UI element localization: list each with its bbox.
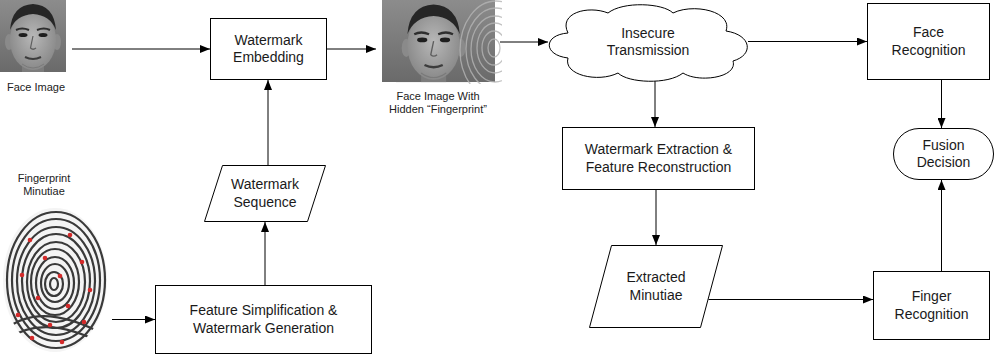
minutia [88,288,93,293]
minutia [82,320,87,325]
fingerprint-ridges [5,212,105,348]
minutia [20,273,25,278]
arrow-connector [265,222,266,285]
ridge [12,219,100,341]
arrow-connector [72,49,210,50]
ridge [27,242,85,322]
node-texts: Face Image With Hidden “Fingerprint” [378,90,498,116]
image-node: Face Image [0,0,72,94]
node-texts: Feature Simplification & Watermark Gener… [169,302,359,337]
network-cloud: Insecure Transmission [548,3,748,81]
node-label: Watermark Extraction & Feature Reconstru… [574,141,744,176]
node-label: Insecure Transmission [598,25,698,60]
ridge [482,31,502,65]
node-label: Fusion Decision [904,137,984,172]
image-caption: Face Image [0,81,72,94]
fingerprint-picture [3,208,107,352]
face-photo [0,0,66,72]
minutia [16,313,21,318]
node-label: Watermark Embedding [219,32,319,67]
node-texts: Face Recognition [879,24,979,59]
node-label: Finger Recognition [882,288,982,323]
arrow-connector [656,190,657,245]
image-node: Face Image With Hidden “Fingerprint” [376,0,500,116]
image-caption: Face Image With Hidden “Fingerprint” [378,90,498,116]
ridge [471,16,502,82]
node-texts: Fusion Decision [904,137,984,172]
process-box: Finger Recognition [873,271,990,340]
ridge [31,249,79,315]
cloud-outline [549,5,747,82]
decision-terminal: Fusion Decision [893,128,994,180]
arrow-connector [709,299,873,300]
minutia [68,233,73,238]
node-label: Watermark Sequence [226,176,304,211]
finger-pad [3,208,107,352]
minutia [43,256,48,261]
minutiae-dots [16,233,93,345]
arrow-connector [268,80,269,165]
node-label: Extracted Minutiae [615,269,697,304]
image-node: Fingerprint Minutiae [2,172,112,356]
minutia [28,238,33,243]
process-box: Watermark Embedding [210,18,327,80]
process-box: Watermark Extraction & Feature Reconstru… [562,127,755,190]
node-texts: Extracted Minutiae [615,269,697,304]
node-texts: Face Image [0,81,72,94]
minutia [80,260,85,265]
node-texts: Finger Recognition [882,288,982,323]
arrow-connector [112,319,155,320]
ridge [22,234,90,328]
data-parallelogram: Watermark Sequence [204,165,326,222]
arrow-connector [748,41,867,42]
ridge [5,327,105,345]
node-label: Feature Simplification & Watermark Gener… [169,302,359,337]
arrow-connector [327,49,376,50]
minutia [60,340,65,345]
image-caption: Fingerprint Minutiae [2,172,86,198]
process-box: Face Recognition [867,3,990,80]
arrow-connector [500,42,548,43]
arrow-connector [941,180,942,271]
process-box: Feature Simplification & Watermark Gener… [155,285,372,354]
ridge [477,23,502,73]
data-parallelogram: Extracted Minutiae [589,245,723,328]
arrow-connector [941,80,942,128]
ridge [460,1,502,84]
node-texts: Fingerprint Minutiae [2,172,86,198]
parallelogram-outline [590,246,723,328]
arrow-connector [655,81,656,127]
minutia [48,323,53,328]
minutia [36,296,41,301]
ridge [50,278,58,290]
node-texts: Watermark Embedding [219,32,319,67]
minutia [58,274,63,279]
minutia [66,304,71,309]
node-label: Face Recognition [879,24,979,59]
parallelogram-outline [205,166,326,222]
node-texts: Insecure Transmission [598,25,698,60]
ridge [466,8,502,84]
node-texts: Watermark Sequence [226,176,304,211]
node-texts: Watermark Extraction & Feature Reconstru… [574,141,744,176]
hidden-fingerprint-texture [460,1,502,84]
ridge [488,39,500,57]
minutia [30,336,35,341]
ridge [41,264,69,302]
ridge [36,257,74,309]
ridge [45,272,63,296]
